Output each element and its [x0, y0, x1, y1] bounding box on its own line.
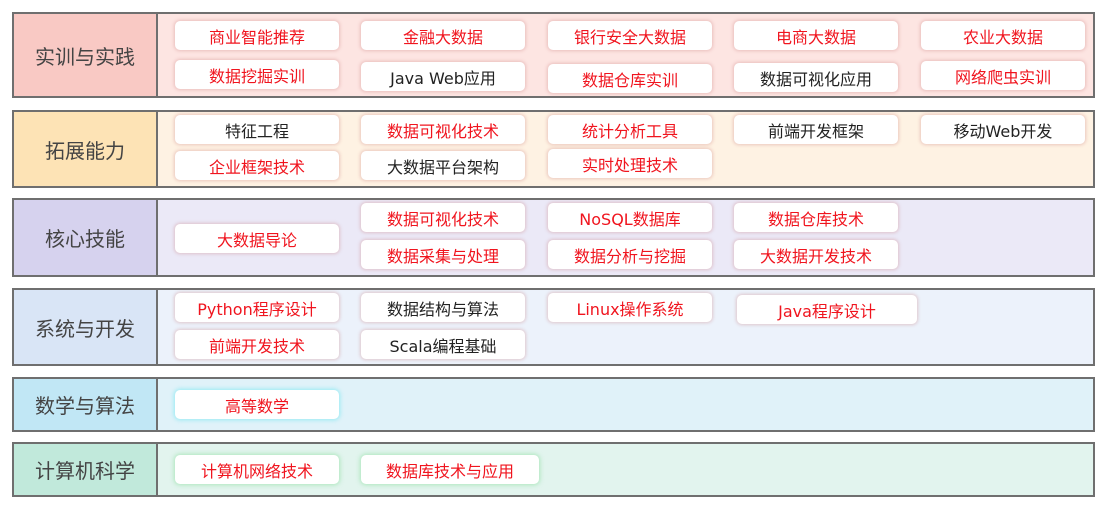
course-chip: 高等数学: [175, 390, 339, 419]
course-chip: 统计分析工具: [548, 115, 712, 144]
course-chip: Python程序设计: [175, 293, 339, 322]
course-chip: 大数据导论: [175, 224, 339, 253]
course-chip: 农业大数据: [921, 21, 1085, 50]
course-chip: 金融大数据: [361, 21, 525, 50]
course-chip: 数据可视化技术: [361, 203, 525, 232]
course-chip: 数据仓库实训: [548, 64, 712, 93]
row-content: 大数据导论 数据可视化技术 NoSQL数据库 数据仓库技术 数据采集与处理 数据…: [158, 200, 1093, 275]
course-chip: 企业框架技术: [175, 151, 339, 180]
course-chip: 前端开发技术: [175, 330, 339, 359]
row-content: 特征工程 数据可视化技术 统计分析工具 前端开发框架 移动Web开发 企业框架技…: [158, 112, 1093, 186]
course-chip: 前端开发框架: [734, 115, 898, 144]
course-chip: Java程序设计: [737, 295, 917, 324]
course-chip: 特征工程: [175, 115, 339, 144]
course-chip: 商业智能推荐: [175, 21, 339, 50]
course-chip: 数据采集与处理: [361, 240, 525, 269]
course-chip: NoSQL数据库: [548, 203, 712, 232]
course-chip: 大数据开发技术: [734, 240, 898, 269]
row-systems: 系统与开发 Python程序设计 数据结构与算法 Linux操作系统 Java程…: [12, 288, 1095, 366]
course-chip: 数据库技术与应用: [361, 455, 539, 484]
row-content: 商业智能推荐 金融大数据 银行安全大数据 电商大数据 农业大数据 数据挖掘实训 …: [158, 14, 1093, 96]
course-chip: 银行安全大数据: [548, 21, 712, 50]
course-chip: 数据可视化应用: [734, 63, 898, 92]
course-chip: 网络爬虫实训: [921, 61, 1085, 90]
course-chip: 移动Web开发: [921, 115, 1085, 144]
row-content: 计算机网络技术 数据库技术与应用: [158, 444, 1093, 495]
course-chip: Java Web应用: [361, 62, 525, 91]
row-cs: 计算机科学 计算机网络技术 数据库技术与应用: [12, 442, 1095, 497]
row-label: 实训与实践: [14, 14, 158, 96]
row-label: 计算机科学: [14, 444, 158, 495]
course-chip: 大数据平台架构: [361, 151, 525, 180]
row-math: 数学与算法 高等数学: [12, 377, 1095, 432]
row-content: 高等数学: [158, 379, 1093, 430]
row-label: 系统与开发: [14, 290, 158, 364]
course-chip: 实时处理技术: [548, 149, 712, 178]
course-chip: 数据挖掘实训: [175, 60, 339, 89]
row-practice: 实训与实践 商业智能推荐 金融大数据 银行安全大数据 电商大数据 农业大数据 数…: [12, 12, 1095, 98]
row-core: 核心技能 大数据导论 数据可视化技术 NoSQL数据库 数据仓库技术 数据采集与…: [12, 198, 1095, 277]
row-extension: 拓展能力 特征工程 数据可视化技术 统计分析工具 前端开发框架 移动Web开发 …: [12, 110, 1095, 188]
course-chip: Scala编程基础: [361, 330, 525, 359]
row-label: 核心技能: [14, 200, 158, 275]
row-label: 数学与算法: [14, 379, 158, 430]
course-chip: 电商大数据: [734, 21, 898, 50]
row-content: Python程序设计 数据结构与算法 Linux操作系统 Java程序设计 前端…: [158, 290, 1093, 364]
course-chip: 计算机网络技术: [175, 455, 339, 484]
course-chip: 数据可视化技术: [361, 115, 525, 144]
course-chip: 数据分析与挖掘: [548, 240, 712, 269]
row-label: 拓展能力: [14, 112, 158, 186]
course-chip: 数据仓库技术: [734, 203, 898, 232]
course-chip: 数据结构与算法: [361, 293, 525, 322]
course-chip: Linux操作系统: [548, 293, 712, 322]
